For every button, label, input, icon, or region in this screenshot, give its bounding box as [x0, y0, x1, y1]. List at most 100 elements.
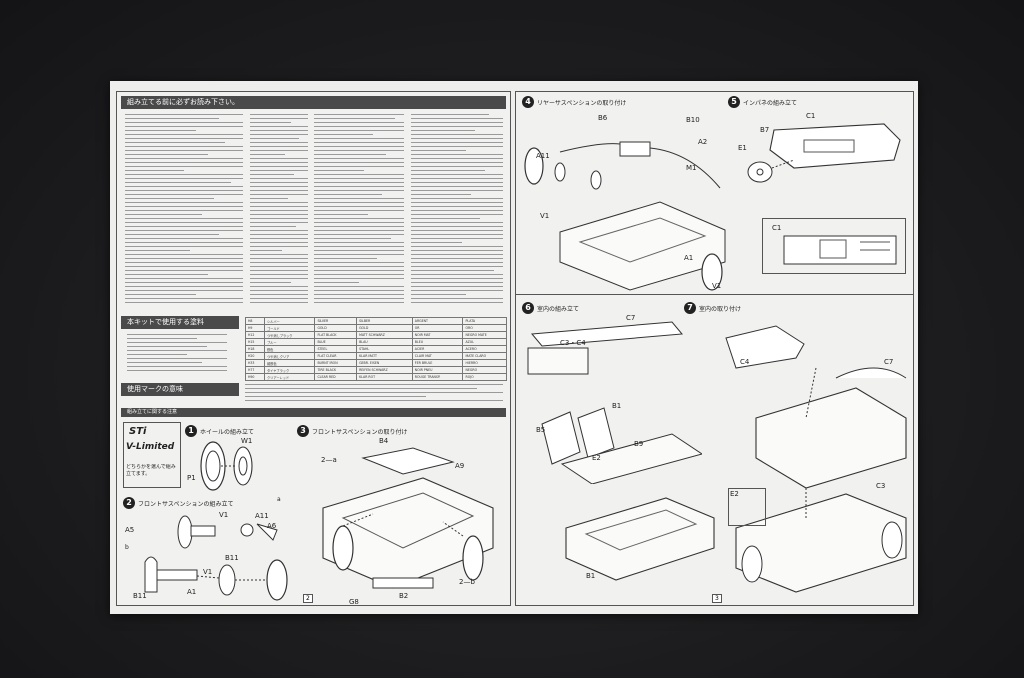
paint-cell: NEGRO MATE	[462, 331, 507, 339]
label-c3: C3	[876, 482, 886, 490]
step-5-number: 5	[728, 96, 740, 108]
paint-cell: ROUGE TRANSP.	[411, 373, 464, 381]
wheel-assembly-drawing	[200, 441, 253, 491]
label-b5: B5	[536, 426, 546, 434]
paint-cell: NOIR MAT	[411, 331, 464, 339]
paint-cell: ACIER	[411, 345, 464, 353]
step-6-number: 6	[522, 302, 534, 314]
kit-paints-notes	[127, 334, 227, 378]
variant-choice-note: どちらかを選んで組み立てます。	[126, 464, 176, 477]
label-c1-top: C1	[806, 112, 816, 120]
paint-cell: H9	[245, 324, 265, 332]
label-b11-left: B11	[133, 592, 147, 600]
paint-cell: つや消しクリア	[263, 352, 316, 360]
paint-cell: FER BRULE	[411, 359, 464, 367]
label-a5: A5	[125, 526, 135, 534]
paint-cell: ORO	[462, 324, 507, 332]
dashboard-detail-box	[762, 218, 906, 274]
paint-cell: KLAR ROT	[356, 373, 413, 381]
front-suspension-parts-drawing	[144, 515, 288, 601]
paint-cell: FLAT CLEAR	[314, 352, 358, 360]
instructions-text-column-1	[125, 114, 243, 312]
paint-cell: H15	[245, 338, 265, 346]
paint-cell: STAHL	[356, 345, 413, 353]
label-w1: W1	[241, 437, 253, 445]
step-6-label: 室内の組み立て	[537, 305, 580, 313]
symbol-meanings-header: 使用マークの意味	[121, 383, 239, 396]
paint-cell: CLEAR RED	[314, 373, 358, 381]
paint-cell: シルバー	[263, 317, 316, 325]
paint-cell: OR	[411, 324, 464, 332]
paint-cell: TIRE BLACK	[314, 366, 358, 374]
label-b6: B6	[598, 114, 608, 122]
label-c3c4: C3・C4	[560, 339, 586, 347]
paint-cell: CLAIR MAT	[411, 352, 464, 360]
interior-tub-drawing	[565, 497, 715, 581]
paint-cell: クリアーレッド	[263, 373, 316, 381]
paint-cell: 焼鉄色	[263, 359, 316, 367]
paint-cell: ROJO	[462, 373, 507, 381]
paint-cell: BURNT IRON	[314, 359, 358, 367]
paint-cell: H12	[245, 331, 265, 339]
sti-logo: STi	[129, 426, 147, 437]
paint-cell: MATE CLARO	[462, 352, 507, 360]
paint-cell: GOLD	[314, 324, 358, 332]
paint-cell: H77	[245, 366, 265, 374]
label-b1-lower: B1	[586, 572, 596, 580]
label-p1: P1	[187, 474, 196, 482]
dashboard-drawing	[747, 123, 901, 183]
interior-installation-drawing	[725, 325, 907, 593]
label-c7-left: C7	[626, 314, 636, 322]
label-a1: A1	[187, 588, 197, 596]
label-m1: M1	[686, 164, 697, 172]
kit-paints-header: 本キットで使用する塗料	[121, 316, 239, 329]
step-4-number: 4	[522, 96, 534, 108]
paint-cell: AZUL	[462, 338, 507, 346]
label-b2: B2	[399, 592, 409, 600]
label-b1-upper: B1	[612, 402, 622, 410]
label-e2-left: E2	[592, 454, 601, 462]
label-2a: 2—a	[321, 456, 337, 464]
paint-cell: H18	[245, 345, 265, 353]
paint-cell: H90	[245, 373, 265, 381]
label-g8: G8	[349, 598, 359, 606]
label-e1: E1	[738, 144, 747, 152]
label-c1-detail: C1	[772, 224, 782, 232]
paint-cell: MATT SCHWARZ	[356, 331, 413, 339]
label-2b: 2—b	[459, 578, 475, 586]
paint-cell: SILBER	[356, 317, 413, 325]
paint-cell: BLUE	[314, 338, 358, 346]
instructions-text-column-4	[411, 114, 503, 312]
step-2-label: フロントサスペンションの組み立て	[138, 500, 234, 508]
label-c4: C4	[740, 358, 750, 366]
label-b10: B10	[686, 116, 700, 124]
shifter-detail-box	[728, 488, 766, 526]
paint-cell: SILVER	[314, 317, 358, 325]
label-b11-right: B11	[225, 554, 239, 562]
label-a1-rear: A1	[684, 254, 694, 262]
step-1-number: 1	[185, 425, 197, 437]
paint-cell: 鉄色	[263, 345, 316, 353]
paint-cell: ACERO	[462, 345, 507, 353]
paint-cell: BLAU	[356, 338, 413, 346]
label-v1-bottom: V1	[203, 568, 213, 576]
label-b: b	[125, 544, 129, 551]
symbol-legend	[245, 384, 503, 404]
step-1-label: ホイールの組み立て	[200, 428, 255, 436]
step-4-label: リヤーサスペンションの取り付け	[537, 99, 627, 107]
section-divider	[516, 294, 913, 295]
paint-cell: ARGENT	[411, 317, 464, 325]
